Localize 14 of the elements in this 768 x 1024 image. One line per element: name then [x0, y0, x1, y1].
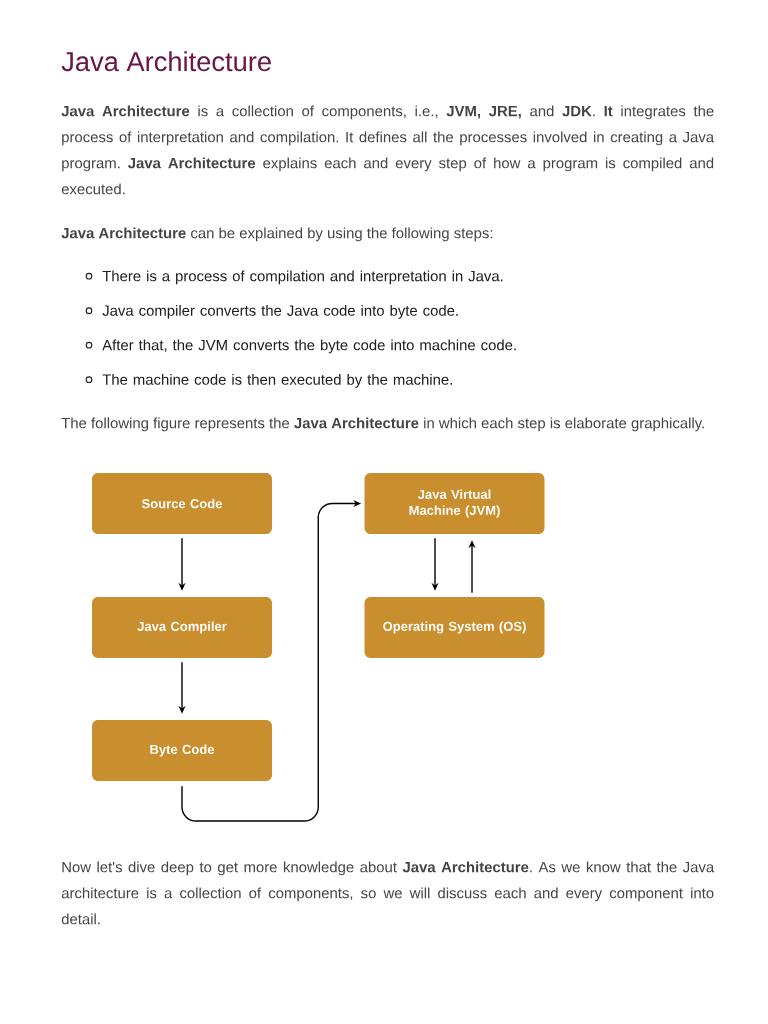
- paragraph: The following figure represents the Java Architecture in which each step is elaborate graphically.: [61, 417, 704, 432]
- process-box: Source Code: [92, 473, 272, 534]
- process-box: Byte Code: [92, 720, 272, 781]
- list-item: After that, the JVM converts the byte code into machine code.: [102, 339, 516, 354]
- process-box: Operating System (OS): [364, 597, 545, 658]
- paragraph: Java Architecture is a collection of components, i.e., JVM, JRE, and JDK. It integrates the process of interpretation and compilation. It defines all the processes involved in creating a Java program. Java Architecture explains each and every step of how a program is compiled and executed.: [61, 105, 715, 195]
- process-box: Java Compiler: [92, 597, 272, 658]
- list-item: The machine code is then executed by the machine.: [102, 373, 452, 388]
- process-box: Java Virtual Machine (JVM): [364, 473, 545, 534]
- paragraph: Java Architecture can be explained by using the following steps:: [61, 227, 493, 242]
- paragraph: Now let's dive deep to get more knowledge about Java Architecture. As we know that the Java architecture is a collection of components, so we will discuss each and every component into detail.: [61, 861, 715, 925]
- page-title: Java Architecture: [61, 51, 271, 72]
- list-item: There is a process of compilation and interpretation in Java.: [102, 270, 503, 285]
- list-item: Java compiler converts the Java code into byte code.: [102, 304, 458, 319]
